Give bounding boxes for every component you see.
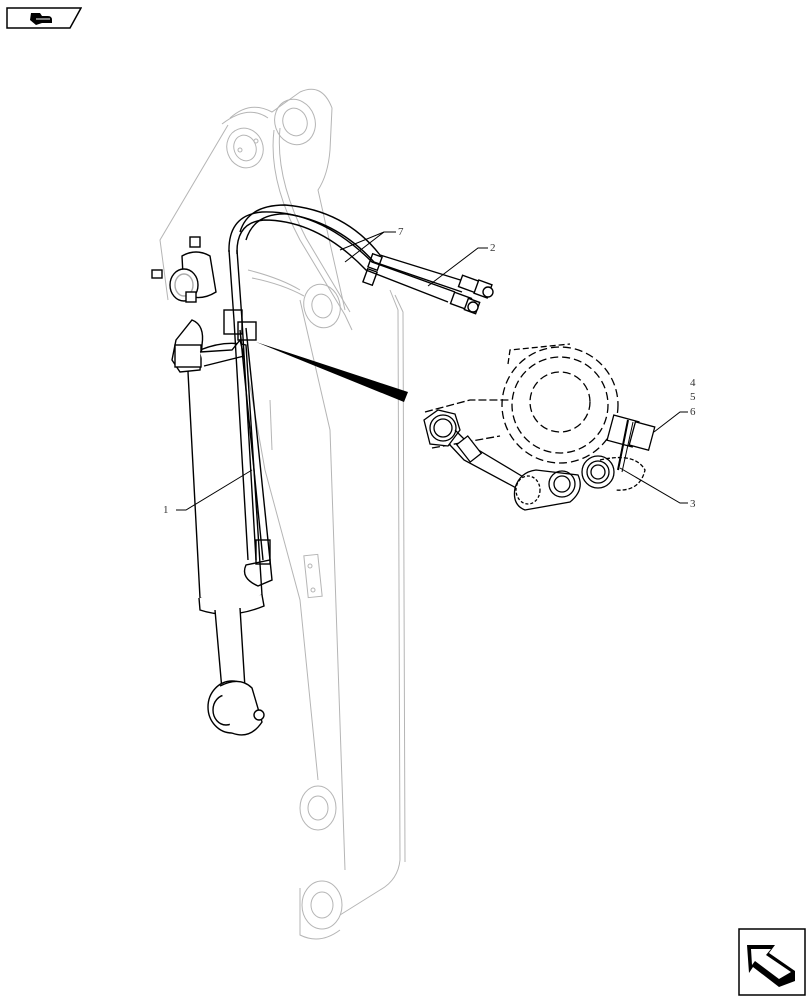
next-page-arrow-icon [738, 928, 806, 996]
arm-structure-ghost [159, 88, 406, 940]
callout-3: 3 [690, 498, 696, 510]
callout-labels: 1 2 3 4 5 6 7 [163, 226, 696, 516]
previous-page-button[interactable] [6, 6, 83, 30]
previous-page-arrow-icon [6, 7, 83, 29]
hydraulic-cylinder [171, 319, 265, 736]
hose-end-fittings [151, 236, 494, 315]
callout-4: 4 [690, 377, 696, 389]
callout-7: 7 [398, 226, 404, 238]
next-page-button[interactable] [737, 927, 807, 997]
callout-6: 6 [690, 406, 696, 418]
callout-2: 2 [490, 242, 496, 254]
hydraulic-hoses [223, 204, 471, 587]
detail-view [423, 343, 656, 511]
callout-5: 5 [690, 391, 696, 403]
detail-pointer [256, 342, 408, 402]
callout-1: 1 [163, 504, 169, 516]
callout-leaders [176, 231, 688, 511]
